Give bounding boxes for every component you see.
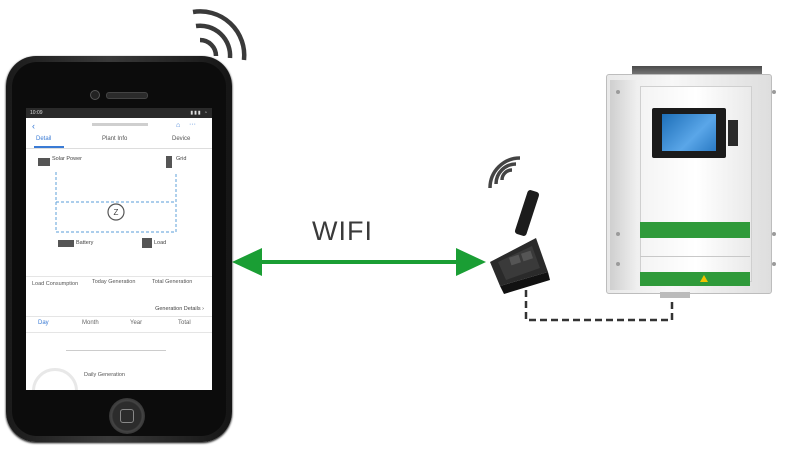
inverter-cable-port (660, 292, 690, 298)
generation-details-link[interactable]: Generation Details › (155, 306, 204, 312)
solar-panel-icon (38, 158, 50, 166)
svg-text:Z: Z (114, 208, 119, 217)
stat-total-generation: Total Generation (152, 279, 193, 285)
divider (26, 332, 212, 333)
period-month[interactable]: Month (82, 320, 99, 326)
house-load-icon (142, 238, 152, 248)
status-time: 10:09 (30, 110, 43, 116)
stat-load-consumption: Load Consumption (32, 281, 79, 287)
battery-label: Battery (76, 240, 94, 246)
screw-icon (616, 232, 620, 236)
phone-wifi-signal-icon (192, 9, 247, 61)
wifi-label: WIFI (312, 216, 373, 246)
daily-generation-label: Daily Generation (84, 372, 125, 378)
stats-row: Load Consumption Today Generation Total … (26, 276, 212, 303)
inverter-label-strip (640, 222, 750, 238)
warning-triangle-icon (700, 275, 708, 282)
tab-device[interactable]: Device (172, 136, 191, 142)
period-total[interactable]: Total (178, 320, 191, 326)
period-day[interactable]: Day (38, 320, 49, 326)
back-arrow-icon[interactable]: ‹ (32, 121, 35, 131)
phone-screen: 10:09 ▮▮▮ ◔ ‹ ⌂ ··· Detail Plant Info De… (26, 108, 212, 390)
inverter-buttons (728, 120, 738, 146)
screw-icon (772, 262, 776, 266)
bidirectional-arrow (232, 248, 486, 276)
screw-icon (772, 232, 776, 236)
tab-detail[interactable]: Detail (36, 136, 52, 142)
energy-flow-panel: Solar Power Grid Z Battery Load (26, 152, 212, 274)
wifi-dongle (490, 190, 550, 294)
app-title-bar (92, 123, 148, 126)
dongle-wifi-signal-icon (488, 156, 521, 189)
inverter-seam (640, 256, 750, 257)
more-icon[interactable]: ··· (189, 121, 196, 128)
load-label: Load (154, 240, 167, 246)
status-icons: ▮▮▮ ◔ (190, 110, 208, 116)
screw-icon (616, 262, 620, 266)
phone-status-bar: 10:09 ▮▮▮ ◔ (26, 108, 212, 118)
app-tabs: Detail Plant Info Device (26, 134, 212, 149)
grid-label: Grid (176, 156, 187, 162)
pv-label: Solar Power (52, 156, 82, 162)
period-year[interactable]: Year (130, 320, 143, 326)
battery-icon (58, 240, 74, 247)
home-icon[interactable]: ⌂ (176, 122, 181, 129)
inverter-side (610, 80, 636, 290)
stat-today-generation: Today Generation (92, 279, 136, 285)
front-camera-icon (90, 90, 100, 100)
inverter-warning-strip (640, 272, 750, 286)
active-tab-indicator (34, 146, 64, 148)
app-nav-bar: ‹ ⌂ ··· (26, 118, 212, 134)
flow-lines: Z (55, 172, 177, 233)
screw-icon (616, 90, 620, 94)
inverter-lcd-screen (662, 114, 716, 151)
divider (26, 316, 212, 317)
screw-icon (772, 90, 776, 94)
earpiece (106, 92, 148, 99)
home-button[interactable] (109, 398, 145, 434)
date-selector[interactable] (66, 342, 166, 351)
grid-tower-icon (166, 156, 172, 168)
tab-plant-info[interactable]: Plant Info (102, 136, 128, 142)
generation-gauge (32, 368, 78, 390)
dashed-cable (524, 290, 674, 322)
